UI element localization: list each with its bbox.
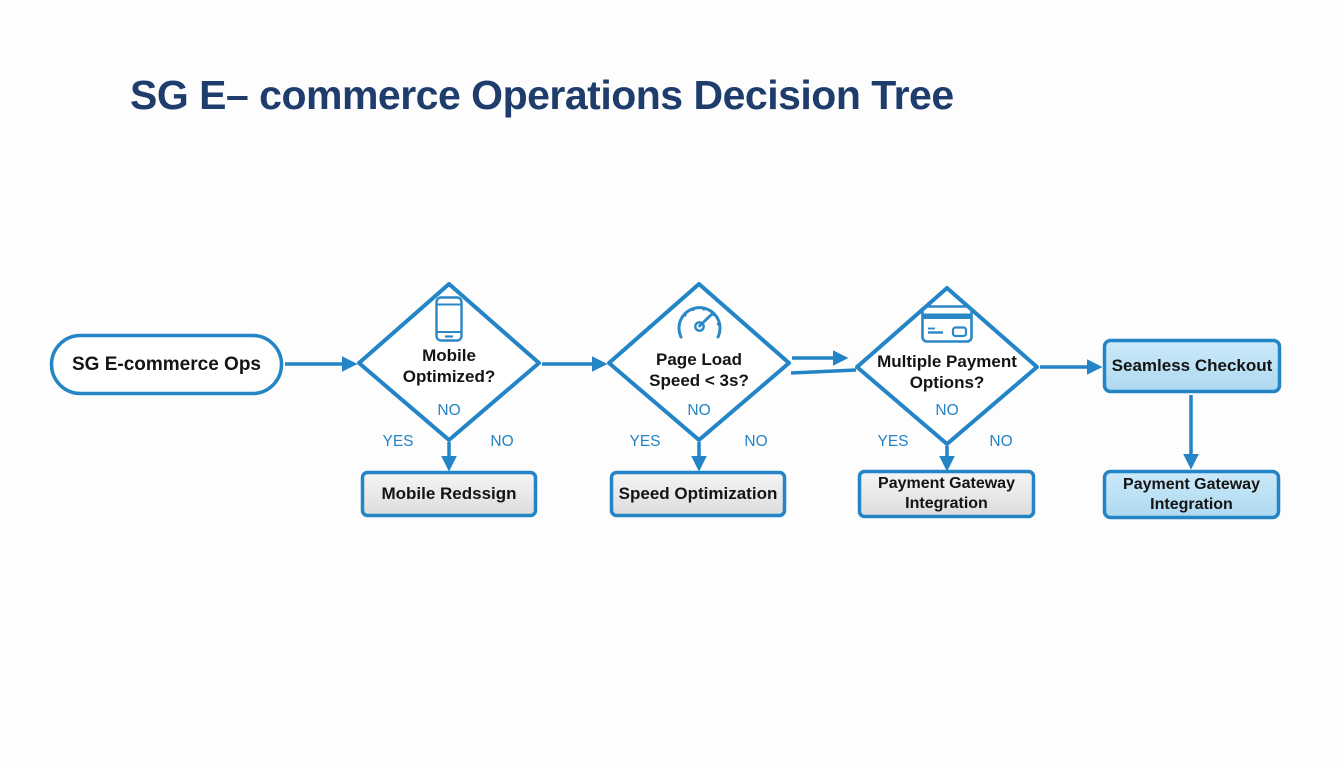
final-box-payment-gateway [1102,469,1281,520]
decision-question-speed: Page Load Speed < 3s? [649,349,749,390]
decision-diamond-payment [855,286,1039,446]
action-label-mobile-redesign: Mobile Redssign [381,484,517,504]
decision-diamond-speed [607,282,791,442]
branch-label-no-inside-speed: NO [687,402,711,420]
final-label-payment-gateway: Payment Gateway Integration [1123,475,1260,513]
connector-speed-to-payment-bottom [790,368,857,375]
branch-label-yes-payment: YES [877,433,909,451]
smartphone-icon [435,296,463,342]
outcome-box-seamless-checkout [1102,338,1282,394]
outcome-label-seamless-checkout: Seamless Checkout [1111,356,1273,376]
branch-label-no-mobile: NO [490,433,514,451]
branch-label-yes-speed: YES [629,433,661,451]
action-box-mobile-redesign [360,470,538,518]
branch-label-yes-mobile: YES [382,433,414,451]
decision-question-mobile: Mobile Optimized? [402,345,496,386]
page-title: SG E– commerce Operations Decision Tree [130,72,954,118]
branch-label-no-speed: NO [744,433,768,451]
start-node-label: SG E-commerce Ops [71,353,262,375]
action-box-payment-gateway [857,469,1036,519]
branch-label-no-inside-payment: NO [935,402,959,420]
branch-label-no-inside-mobile: NO [437,402,461,420]
branch-label-no-payment: NO [989,433,1013,451]
decision-diamond-mobile [357,282,541,442]
decision-question-payment: Multiple Payment Options? [877,351,1017,392]
credit-card-icon [921,305,973,343]
action-box-speed-optimization [609,470,787,518]
start-node-shape [49,333,284,396]
speedometer-icon [677,306,722,339]
action-label-payment-gateway: Payment Gateway Integration [878,475,1015,512]
action-label-speed-optimization: Speed Optimization [618,484,778,504]
